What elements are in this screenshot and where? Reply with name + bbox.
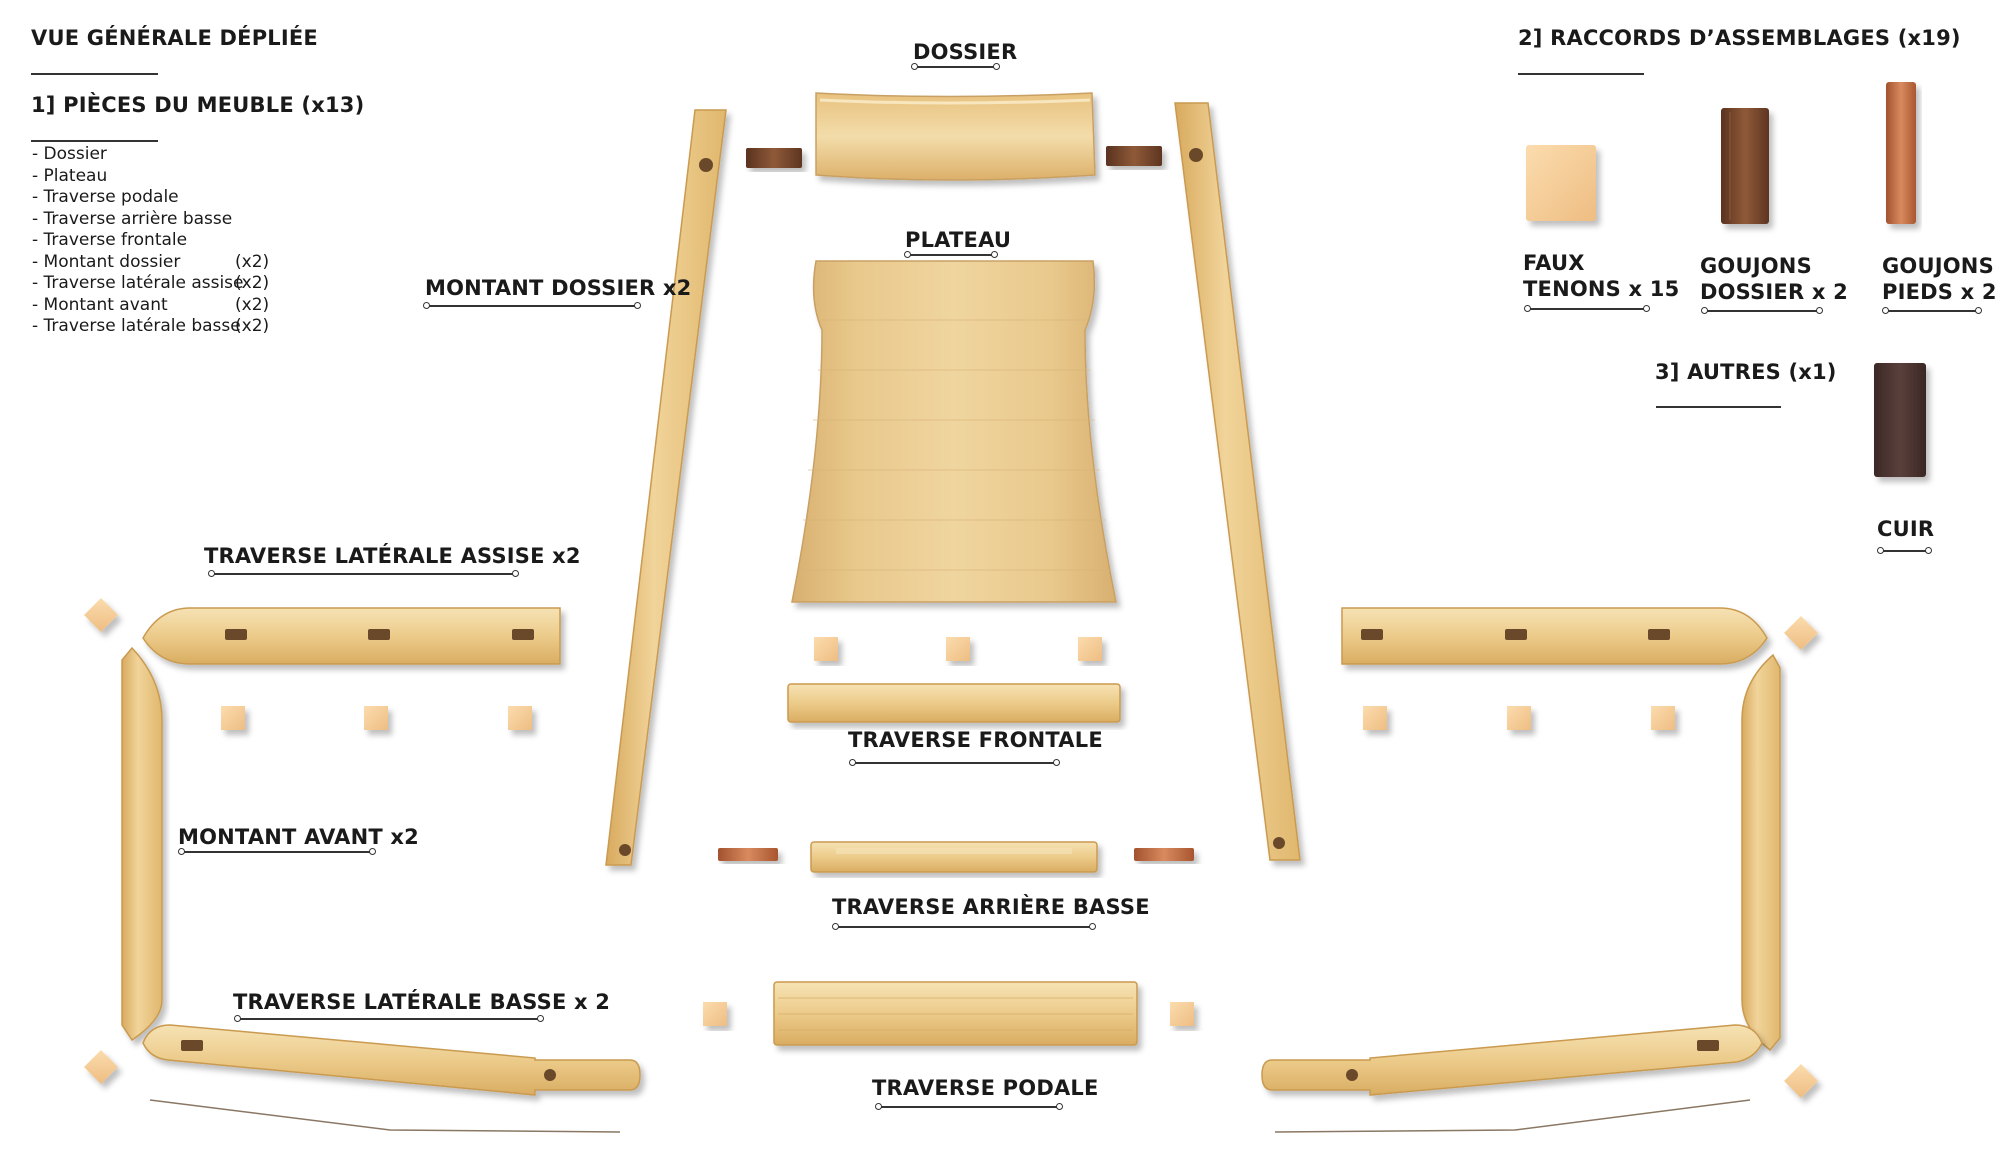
montant-dossier-left xyxy=(605,109,727,866)
shadow-line-left xyxy=(149,1099,621,1133)
traverse-laterale-assise-right xyxy=(1341,607,1768,665)
section3-title-rule xyxy=(1656,406,1781,408)
label-goujons-dossier-underline xyxy=(1701,307,1823,314)
dossier-part xyxy=(815,92,1096,181)
label-traverse-arriere-basse: TRAVERSE ARRIÈRE BASSE xyxy=(832,895,1150,919)
label-traverse-laterale-assise-underline xyxy=(208,570,519,577)
section1-title-rule xyxy=(31,140,158,142)
label-cuir: CUIR xyxy=(1877,517,1935,541)
traverse-laterale-basse-right xyxy=(1261,1024,1763,1096)
shadow-line-right xyxy=(1274,1099,1751,1133)
label-goujons-pieds-underline xyxy=(1882,307,1982,314)
list-item: - Plateau xyxy=(32,165,108,186)
label-traverse-laterale-basse-underline xyxy=(234,1015,544,1022)
section1-title: 1] PIÈCES DU MEUBLE (x13) xyxy=(31,93,365,117)
right-frame-tenons xyxy=(1363,616,1818,1098)
plateau-part xyxy=(791,260,1117,603)
label-plateau-underline xyxy=(904,251,998,258)
dossier-dowel-left xyxy=(746,148,802,168)
label-montant-dossier-underline xyxy=(423,302,641,309)
list-item: - Montant avant(x2) xyxy=(32,294,270,315)
list-item: - Traverse arrière basse xyxy=(32,208,233,229)
left-frame-tenons xyxy=(84,598,532,1084)
montant-avant-left xyxy=(121,646,163,1042)
list-item: - Traverse latérale basse(x2) xyxy=(32,316,270,336)
goujon-dossier-sample xyxy=(1721,108,1769,224)
traverse-arriere-dowel-left xyxy=(718,848,778,861)
dossier-dowel-right xyxy=(1106,146,1162,166)
label-traverse-arriere-basse-underline xyxy=(832,923,1096,930)
section2-title-rule xyxy=(1518,73,1644,75)
plateau-tenons xyxy=(814,637,1102,661)
traverse-frontale-part xyxy=(787,683,1121,723)
traverse-laterale-basse-left xyxy=(142,1024,641,1096)
traverse-arriere-dowel-right xyxy=(1134,848,1194,861)
main-title-rule xyxy=(31,73,158,75)
traverse-podale-part xyxy=(773,981,1138,1046)
label-dossier: DOSSIER xyxy=(913,40,1018,64)
label-traverse-frontale: TRAVERSE FRONTALE xyxy=(848,728,1103,752)
label-plateau: PLATEAU xyxy=(905,228,1012,252)
traverse-laterale-assise-left xyxy=(142,607,561,665)
traverse-arriere-basse-part xyxy=(810,841,1098,873)
list-item: - Dossier xyxy=(32,144,107,164)
list-item: - Traverse latérale assise(x2) xyxy=(32,273,270,293)
label-dossier-underline xyxy=(911,63,1000,70)
label-montant-avant-underline xyxy=(178,848,376,855)
cuir-sample xyxy=(1874,363,1926,477)
label-traverse-podale-underline xyxy=(875,1103,1063,1110)
list-item: - Montant dossier(x2) xyxy=(32,251,270,272)
main-title: VUE GÉNÉRALE DÉPLIÉE xyxy=(31,26,318,50)
goujon-pieds-sample xyxy=(1886,82,1916,224)
traverse-podale-tenons xyxy=(703,1002,1194,1026)
label-faux-tenons-underline xyxy=(1524,305,1650,312)
label-montant-avant: MONTANT AVANT x2 xyxy=(178,825,419,849)
label-traverse-laterale-basse: TRAVERSE LATÉRALE BASSE x 2 xyxy=(233,990,611,1014)
label-cuir-underline xyxy=(1877,547,1932,554)
section3-title: 3] AUTRES (x1) xyxy=(1655,360,1837,384)
montant-dossier-right xyxy=(1174,102,1301,861)
faux-tenon-sample xyxy=(1526,145,1596,221)
montant-avant-right xyxy=(1741,653,1781,1052)
parts-list: - Dossier - Plateau - Traverse podale - … xyxy=(32,144,272,338)
label-traverse-laterale-assise: TRAVERSE LATÉRALE ASSISE x2 xyxy=(204,544,581,568)
label-traverse-frontale-underline xyxy=(849,759,1060,766)
label-montant-dossier: MONTANT DOSSIER x2 xyxy=(425,276,692,300)
section2-title: 2] RACCORDS D’ASSEMBLAGES (x19) xyxy=(1518,26,1961,50)
list-item: - Traverse podale xyxy=(32,187,179,207)
label-traverse-podale: TRAVERSE PODALE xyxy=(872,1076,1099,1100)
list-item: - Traverse frontale xyxy=(32,230,188,250)
